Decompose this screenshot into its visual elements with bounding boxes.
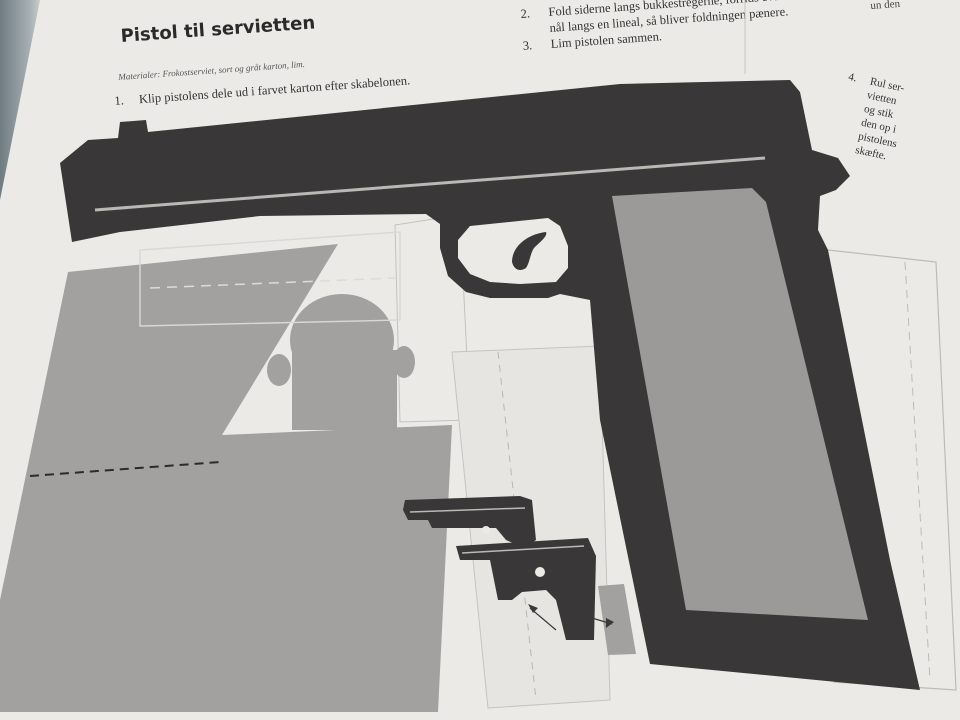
ear-right [393, 346, 415, 378]
slide-highlight [94, 156, 766, 212]
arrow-head-1 [528, 604, 538, 613]
grey-template-body [0, 244, 452, 712]
slide-foldline [149, 277, 396, 289]
grip-panel [612, 188, 868, 620]
arrow-head-2 [606, 618, 614, 628]
arrow-line-2 [571, 611, 613, 625]
slide-template-outline [139, 231, 401, 327]
small-pistol-bottom [456, 538, 596, 640]
trigger [512, 232, 547, 270]
ear-left [267, 354, 291, 386]
body-foldline [29, 461, 221, 477]
grip-insert-piece [598, 584, 636, 655]
neck-silhouette [292, 350, 397, 430]
trigger-guard-cutout [458, 218, 568, 284]
right-template-foldline [904, 261, 931, 681]
small-pistol-top [403, 496, 536, 548]
